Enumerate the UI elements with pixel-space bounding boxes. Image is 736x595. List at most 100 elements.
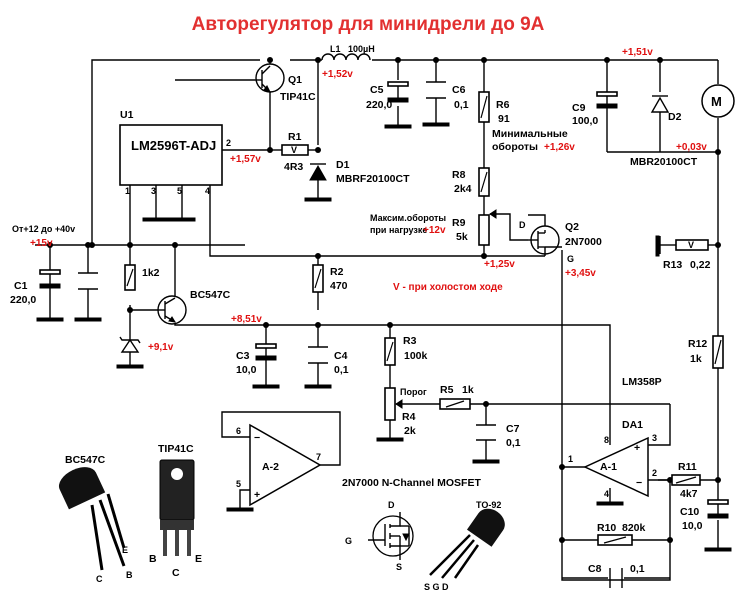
svg-text:8: 8	[604, 435, 609, 445]
svg-text:R10: R10	[597, 522, 616, 534]
svg-text:220,0: 220,0	[366, 99, 392, 111]
c10-capacitor: C10 10,0	[680, 499, 729, 532]
note-max-speed-2: при нагрузке	[370, 225, 427, 235]
svg-text:0,1: 0,1	[334, 364, 349, 376]
svg-text:R12: R12	[688, 338, 707, 350]
d1-diode: D1 MBRF20100CT	[309, 159, 410, 185]
svg-text:1k2: 1k2	[142, 267, 160, 279]
r2-resistor: R2 470	[312, 264, 348, 293]
c2-capacitor	[78, 272, 98, 290]
svg-text:+12v: +12v	[423, 225, 446, 236]
svg-text:C: C	[172, 567, 180, 579]
svg-text:0,1: 0,1	[630, 563, 645, 575]
svg-text:TO-92: TO-92	[476, 500, 501, 510]
svg-text:C4: C4	[334, 350, 348, 362]
svg-text:91: 91	[498, 113, 510, 125]
voltage-labels: +1,52v +1,51v +1,57v +1,26v +0,03v +12v …	[30, 47, 707, 353]
notes: Минимальные обороты Максим.обороты при н…	[12, 128, 698, 293]
r1-resistor: V R1 4R3	[281, 131, 309, 173]
mosfet-pinout: 2N7000 N-Channel MOSFET G D S	[342, 477, 481, 572]
svg-text:R8: R8	[452, 169, 466, 181]
svg-text:B: B	[126, 570, 133, 580]
svg-text:10,0: 10,0	[682, 520, 703, 532]
svg-text:2N7000 N-Channel MOSFET: 2N7000 N-Channel MOSFET	[342, 477, 481, 489]
svg-text:3: 3	[652, 433, 657, 443]
svg-text:B: B	[149, 553, 157, 565]
svg-text:BC547C: BC547C	[65, 454, 106, 466]
svg-text:2: 2	[226, 138, 231, 148]
r9-potentiometer: R9 5k	[452, 209, 497, 246]
r6-resistor: R6 91	[478, 91, 510, 125]
svg-text:A-2: A-2	[262, 461, 279, 473]
svg-text:5k: 5k	[456, 231, 468, 243]
r4-potentiometer: Порог R4 2k	[384, 387, 427, 437]
svg-text:R1: R1	[288, 131, 302, 143]
svg-text:R6: R6	[496, 99, 510, 111]
r5-resistor: R5 1k	[439, 384, 474, 410]
svg-text:R4: R4	[402, 411, 416, 423]
c5-capacitor: C5 220,0	[366, 81, 409, 111]
junctions	[47, 57, 721, 543]
zener-diode	[119, 336, 141, 353]
svg-text:R11: R11	[678, 461, 697, 473]
svg-text:+0,03v: +0,03v	[676, 142, 707, 153]
svg-text:4k7: 4k7	[680, 488, 698, 500]
svg-text:D2: D2	[668, 111, 682, 123]
svg-text:1k: 1k	[462, 384, 474, 396]
svg-text:S: S	[396, 562, 402, 572]
svg-text:+1,26v: +1,26v	[544, 142, 575, 153]
svg-text:C: C	[96, 574, 103, 584]
c7-capacitor: C7 0,1	[476, 423, 521, 449]
svg-text:C1: C1	[14, 280, 28, 292]
to92-pinout: TO-92 S G D	[424, 500, 505, 592]
svg-text:4R3: 4R3	[284, 161, 303, 173]
r11-resistor: R11 4k7	[671, 461, 701, 500]
svg-text:0,22: 0,22	[690, 259, 711, 271]
svg-text:V: V	[291, 145, 297, 155]
c6-capacitor: C6 0,1	[426, 81, 469, 111]
svg-text:MBR20100CT: MBR20100CT	[630, 156, 698, 168]
r8-resistor: R8 2k4	[452, 167, 490, 197]
svg-text:2k4: 2k4	[454, 183, 472, 195]
note-max-speed-1: Максим.обороты	[370, 213, 446, 223]
wires	[35, 59, 719, 581]
svg-text:C10: C10	[680, 506, 699, 518]
svg-text:DA1: DA1	[622, 419, 643, 431]
svg-text:Порог: Порог	[400, 387, 427, 397]
svg-text:100,0: 100,0	[572, 115, 598, 127]
svg-text:3: 3	[151, 186, 156, 196]
d2-diode: D2	[650, 95, 682, 123]
svg-text:−: −	[254, 432, 260, 444]
r-1k2-resistor: 1k2	[124, 264, 160, 291]
c1-capacitor: C1 220,0	[10, 269, 61, 306]
svg-text:C6: C6	[452, 84, 466, 96]
svg-text:C7: C7	[506, 423, 520, 435]
svg-text:100k: 100k	[404, 350, 428, 362]
svg-text:470: 470	[330, 280, 348, 292]
svg-text:+1,51v: +1,51v	[622, 47, 653, 58]
svg-text:+9,1v: +9,1v	[148, 342, 174, 353]
svg-text:R13: R13	[663, 259, 682, 271]
q1-part: TIP41C	[280, 91, 316, 103]
svg-text:1: 1	[568, 454, 573, 464]
svg-text:C9: C9	[572, 102, 586, 114]
svg-text:D: D	[388, 500, 395, 510]
svg-text:2: 2	[652, 468, 657, 478]
svg-text:220,0: 220,0	[10, 294, 36, 306]
svg-text:D1: D1	[336, 159, 350, 171]
svg-text:1k: 1k	[690, 353, 702, 365]
svg-text:100µH: 100µH	[348, 44, 375, 54]
u1-regulator: LM2596T-ADJ U1 1 3 5 4 2	[119, 109, 231, 196]
c9-capacitor: C9 100,0	[572, 91, 618, 127]
svg-text:0,1: 0,1	[506, 437, 521, 449]
svg-text:R5: R5	[440, 384, 454, 396]
svg-text:D: D	[519, 220, 526, 230]
svg-text:C5: C5	[370, 84, 384, 96]
svg-text:V: V	[688, 240, 694, 250]
svg-text:L1: L1	[330, 44, 341, 54]
u1-ref: U1	[120, 109, 134, 121]
svg-text:+3,45v: +3,45v	[565, 268, 596, 279]
r3-resistor: R3 100k	[384, 335, 428, 366]
svg-text:−: −	[636, 477, 642, 489]
svg-text:R3: R3	[403, 335, 417, 347]
